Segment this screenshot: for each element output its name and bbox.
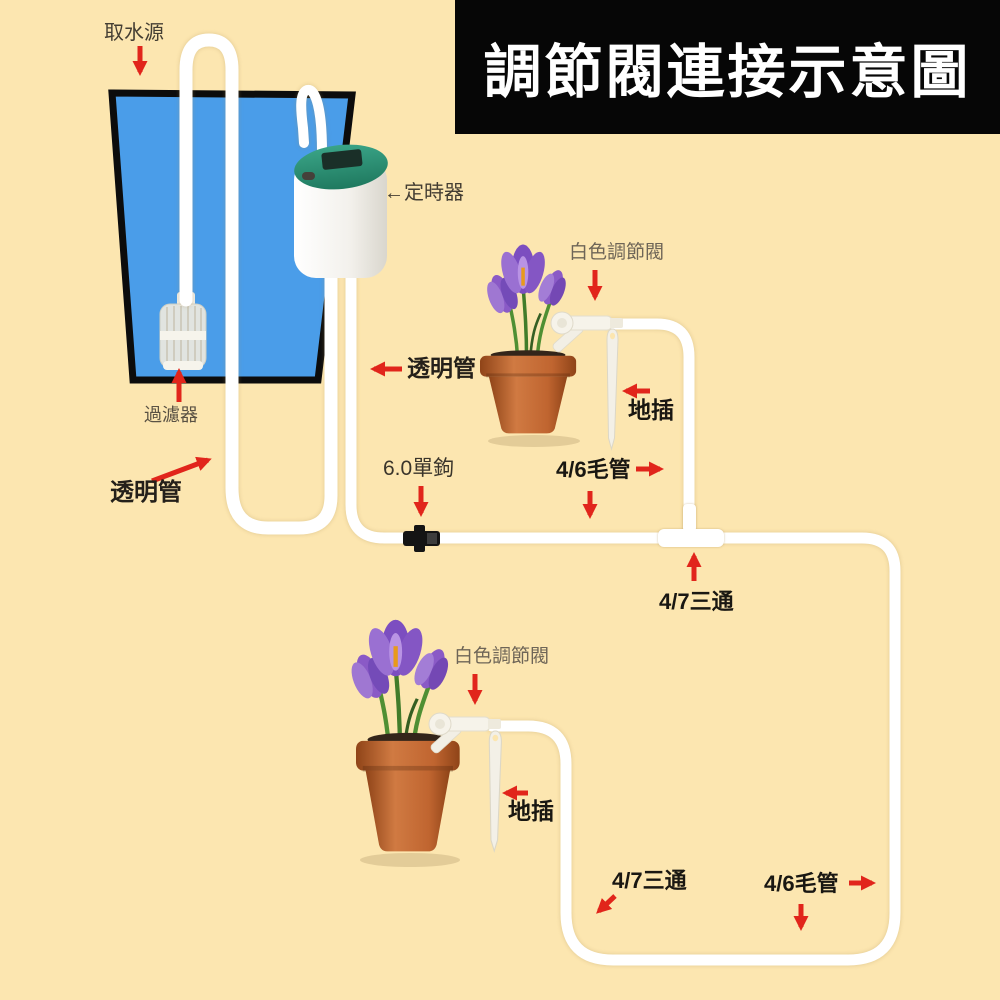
- label-valve-2: 白色調節閥: [454, 646, 550, 667]
- pot-1: [480, 350, 577, 434]
- main-supply-tube: [345, 266, 901, 966]
- timer-device: [294, 144, 388, 278]
- timer-display: [321, 149, 363, 170]
- label-filter: 過濾器: [144, 405, 198, 425]
- tee-branch-tube: [604, 318, 695, 540]
- timer-inlet-tube: [296, 85, 327, 157]
- label-stake-1: 地插: [628, 397, 674, 423]
- label-stake-2: 地插: [508, 798, 554, 824]
- stake-1: [606, 328, 619, 450]
- suction-tube: [179, 33, 338, 535]
- pot-2: [356, 732, 460, 852]
- arrow-clear-tube-left: [151, 456, 212, 484]
- page-title: 調節閥連接示意圖: [483, 40, 972, 105]
- label-capillary-2: 4/6毛管: [764, 871, 839, 896]
- stake-2: [488, 730, 502, 852]
- annotation-arrows: [132, 46, 876, 931]
- label-single-hook: 6.0單鉤: [383, 457, 455, 480]
- label-valve-1: 白色調節閥: [569, 242, 665, 263]
- label-water-source: 取水源: [104, 22, 164, 44]
- timer-slot: [302, 172, 315, 180]
- single-hook-clip: [403, 525, 440, 552]
- label-timer: ←定時器: [384, 182, 464, 204]
- label-clear-tube-left: 透明管: [110, 479, 182, 506]
- label-tee-1: 4/7三通: [659, 589, 734, 614]
- title-banner: 調節閥連接示意圖: [455, 0, 1000, 134]
- tee-connector: [658, 504, 724, 547]
- arrow-tee-2: [596, 894, 617, 914]
- filter: [159, 292, 207, 370]
- label-clear-tube-right: 透明管: [407, 355, 476, 381]
- label-tee-2: 4/7三通: [612, 868, 687, 893]
- label-capillary-1: 4/6毛管: [556, 457, 631, 482]
